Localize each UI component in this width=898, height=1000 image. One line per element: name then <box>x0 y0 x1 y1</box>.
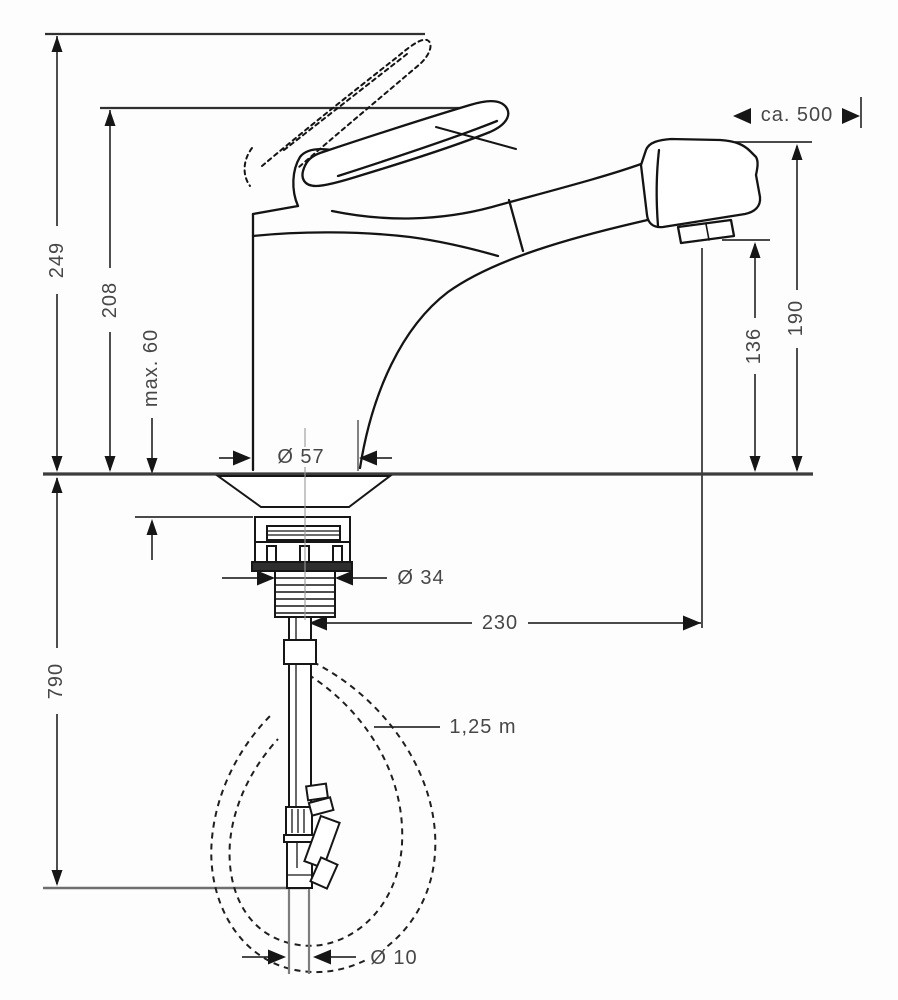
coupling-band <box>283 834 315 843</box>
dim-label-hose-length: 1,25 m <box>446 717 520 737</box>
faucet-body <box>243 38 762 472</box>
spray-head <box>639 137 762 229</box>
spout-joint-line <box>507 198 525 253</box>
nut-tab-right <box>332 545 343 563</box>
mounting-nut-inner <box>266 525 341 541</box>
hose-coupling <box>285 806 313 836</box>
spray-outlet <box>676 218 736 245</box>
dim-label-hose-diameter: Ø 10 <box>367 948 421 968</box>
spout-top-edge <box>330 162 643 220</box>
dimension-lines <box>45 32 862 965</box>
spray-head-joint-line <box>655 148 661 228</box>
dim-label-overall-height: 249 <box>46 238 68 282</box>
mounting-hardware <box>214 475 393 890</box>
dim-label-pullout: ca. 500 <box>757 105 837 125</box>
hose-outer-edge <box>210 661 437 974</box>
hose-inner-edge <box>228 668 404 947</box>
dim-label-spout-reach: 230 <box>478 613 522 633</box>
dim-label-handle-height: 208 <box>99 278 121 322</box>
check-valve-1 <box>304 782 330 802</box>
nut-tab-left <box>266 545 277 563</box>
spray-outlet-tick <box>705 223 710 241</box>
base-flange <box>214 475 393 508</box>
arrowheads <box>51 36 860 965</box>
spray-hose-fitting <box>303 814 341 870</box>
dim-label-under-deck: 790 <box>45 659 67 703</box>
pipe-adapter <box>283 639 317 665</box>
check-valve-2 <box>307 796 335 817</box>
dome-step <box>251 204 300 216</box>
pullout-hose-loop <box>210 661 437 974</box>
body-shoulder <box>251 231 500 258</box>
lever-handle-ridge <box>336 119 499 178</box>
hose-end-below-baseline <box>287 889 311 974</box>
lever-handle-tip-edge <box>435 126 517 150</box>
dim-label-base-diameter: Ø 57 <box>274 447 328 467</box>
end-connector-lines <box>287 842 312 876</box>
lever-handle <box>301 99 510 188</box>
cartridge-dome <box>292 147 334 208</box>
mounting-nut-hatch <box>267 530 340 536</box>
coupling-hatch <box>291 809 305 833</box>
spray-hose-end-fitting <box>309 856 339 890</box>
body-front-curve <box>358 217 654 470</box>
handle-raised-dashed <box>243 38 432 187</box>
dim-label-outlet-height: 136 <box>743 324 765 368</box>
washer <box>251 561 353 572</box>
dim-label-shank-diameter: Ø 34 <box>394 568 448 588</box>
dim-label-max-deck: max. 60 <box>140 325 162 411</box>
dim-label-spray-top: 190 <box>785 296 807 340</box>
